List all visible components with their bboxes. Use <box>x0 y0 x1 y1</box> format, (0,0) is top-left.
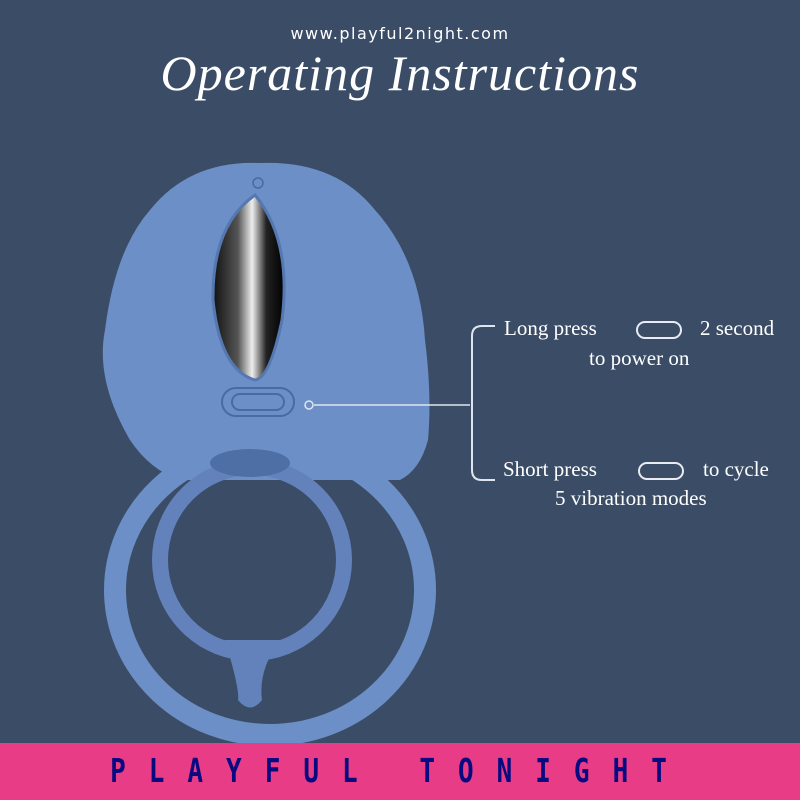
page-title: Operating Instructions <box>160 45 640 101</box>
short-press-action: 5 vibration modes <box>555 486 707 510</box>
outer-ring <box>104 434 436 746</box>
button-icon <box>638 462 684 480</box>
website-url: www.playful2night.com <box>290 24 510 43</box>
callout-bracket <box>471 325 495 481</box>
long-press-label: Long press <box>504 316 597 340</box>
ring-joint <box>210 449 290 477</box>
brand-name: PLAYFUL TONIGHT <box>110 752 690 791</box>
callout-dot <box>304 400 314 410</box>
ring-tail <box>225 640 280 708</box>
short-press-after: to cycle <box>703 457 769 481</box>
long-press-action: to power on <box>589 346 690 370</box>
long-press-duration: 2 second <box>700 316 775 340</box>
short-press-label: Short press <box>503 457 597 481</box>
metal-panel <box>211 192 286 382</box>
button-icon <box>636 321 682 339</box>
brand-banner: PLAYFUL TONIGHT <box>0 743 800 800</box>
inner-ring <box>152 459 352 661</box>
power-icon <box>252 177 264 189</box>
device-button-inner <box>231 393 285 411</box>
